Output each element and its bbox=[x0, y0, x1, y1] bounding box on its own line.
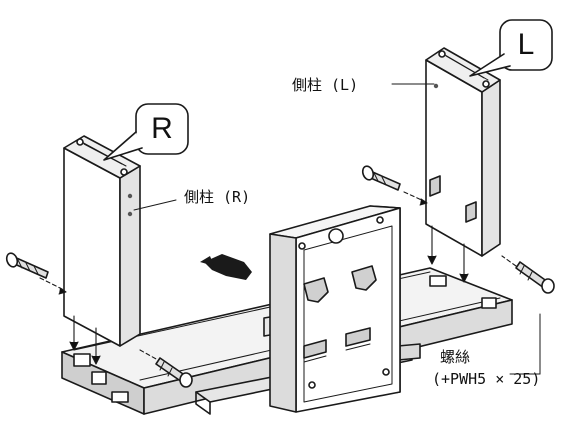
callout-r-label: R bbox=[136, 114, 188, 144]
side-post-right-drawing bbox=[64, 136, 140, 346]
side-post-left-label: 側柱 (L) bbox=[292, 78, 358, 93]
screw-title-label: 螺絲 bbox=[440, 350, 470, 365]
side-post-right-label: 側柱 (R) bbox=[184, 190, 250, 205]
screw-left bbox=[5, 252, 48, 278]
screw-right bbox=[516, 262, 554, 293]
screw-middle bbox=[361, 165, 400, 190]
side-post-left-drawing bbox=[426, 48, 500, 256]
center-bracket bbox=[270, 206, 400, 412]
screw-spec-label: (+PWH5 × 25) bbox=[432, 372, 540, 387]
callout-l-label: L bbox=[500, 30, 552, 60]
push-hand-icon bbox=[200, 254, 252, 280]
